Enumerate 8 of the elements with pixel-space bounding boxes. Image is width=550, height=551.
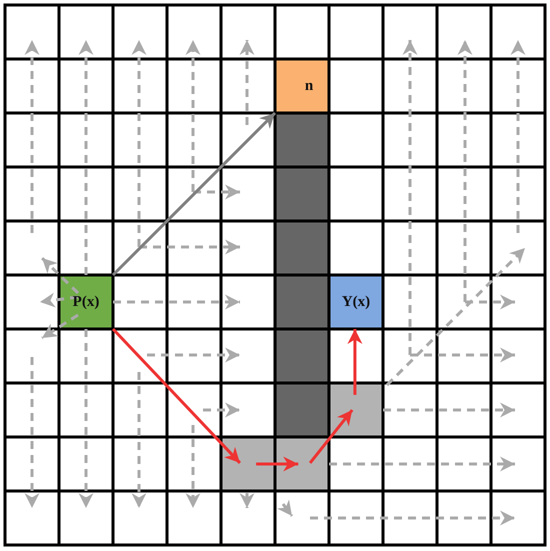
node-label: P(x) <box>72 294 100 310</box>
arrow <box>112 328 241 464</box>
arrow <box>347 329 362 395</box>
arrow <box>112 112 276 276</box>
node-label: Y(x) <box>342 294 370 310</box>
arrow <box>256 456 298 472</box>
node-label: n <box>304 78 314 94</box>
arrow <box>308 409 354 464</box>
